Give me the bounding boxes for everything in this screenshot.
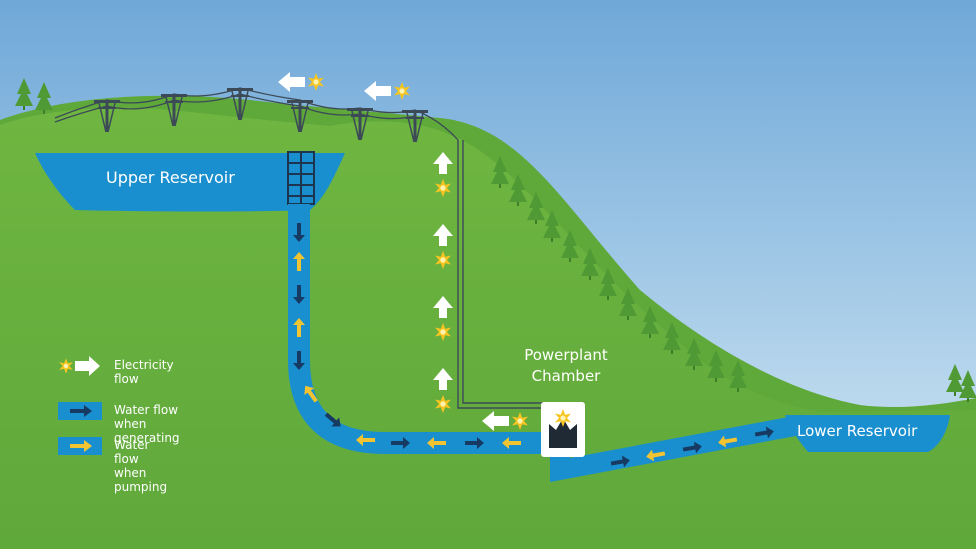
spark-white-arrow-icon <box>59 356 100 376</box>
powerplant-label-line1: Powerplant <box>524 346 608 364</box>
legend-pumping-label: Water flow when pumping <box>114 438 168 494</box>
upper-reservoir-label: Upper Reservoir <box>106 168 235 187</box>
yellow-arrow-icon <box>58 437 102 455</box>
powerplant-chamber-label: Powerplant Chamber <box>506 345 626 387</box>
upper-reservoir <box>35 153 345 212</box>
legend-electricity-label: Electricity flow <box>114 358 174 386</box>
penstock <box>288 204 560 454</box>
powerplant-icon <box>541 402 585 457</box>
lower-reservoir <box>785 415 950 452</box>
powerplant-label-line2: Chamber <box>531 367 601 385</box>
power-cable <box>457 140 548 409</box>
lower-reservoir-label: Lower Reservoir <box>797 422 918 440</box>
legend-generating-label: Water flow when generating <box>114 403 180 445</box>
navy-arrow-icon <box>58 402 102 420</box>
